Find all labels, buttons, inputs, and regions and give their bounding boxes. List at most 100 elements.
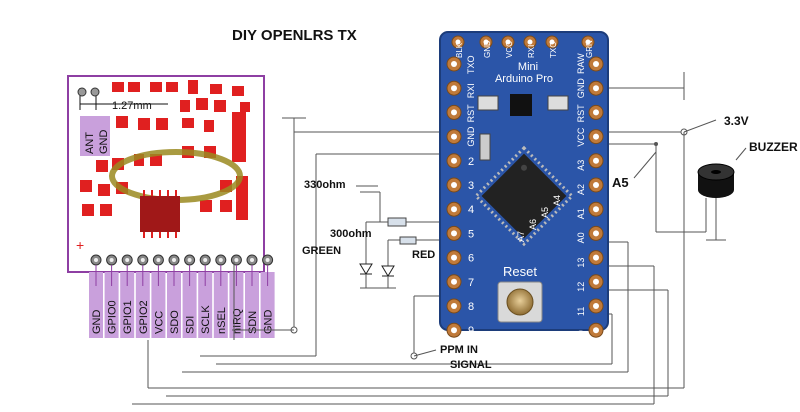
rf-pin-label: SCLK — [200, 305, 212, 334]
red-led-label: RED — [412, 249, 436, 261]
right-pin-label: 10 — [576, 330, 586, 340]
top-pin-hole — [527, 39, 533, 45]
rf-pin-hole-center — [109, 258, 114, 262]
rf-pin-label-bg — [198, 272, 213, 338]
right-pin-label: A0 — [576, 232, 586, 243]
brand-mini: Mini — [518, 61, 538, 73]
rf-pin-label-bg — [229, 272, 244, 338]
ppm-leader — [413, 349, 437, 357]
right-pin-label: RAW — [576, 53, 586, 74]
rf-pin-hole-center — [265, 258, 270, 262]
left-pin-label: RST — [466, 104, 476, 123]
right-pin-hole — [593, 157, 599, 164]
rf-pin-hole-center — [187, 258, 192, 262]
left-pin-hole — [451, 206, 457, 213]
rf-pin-label: SDO — [169, 310, 181, 334]
rf-chip-pins — [143, 190, 177, 238]
reset-button[interactable] — [506, 288, 534, 316]
ant-pad — [77, 87, 87, 97]
reset-label: Reset — [503, 264, 537, 279]
rf-pin-hole-center — [172, 258, 176, 262]
right-pin-label: 12 — [576, 282, 586, 292]
resistor-300-label: 300ohm — [330, 228, 372, 240]
pitch-label: 1.27mm — [112, 100, 152, 112]
rf-pin-hole-center — [234, 258, 239, 262]
right-pin-label: A3 — [576, 160, 586, 171]
left-pin-hole — [451, 230, 457, 237]
plus-marker: + — [76, 237, 84, 253]
right-pin-hole — [593, 85, 599, 92]
green-led-label: GREEN — [302, 245, 342, 257]
right-pin-hole — [593, 278, 599, 285]
right-pin-label: A2 — [576, 184, 586, 195]
gnd-label: GND — [98, 130, 110, 155]
rf-pin-label: SDN — [247, 311, 259, 334]
right-pin-label: 13 — [576, 258, 586, 268]
rf-pin-hole-center — [125, 258, 130, 262]
vcc-leader — [683, 119, 717, 133]
red-led — [381, 265, 395, 277]
left-pin-hole — [451, 327, 457, 334]
right-pin-hole — [593, 182, 599, 188]
cap-left — [477, 95, 499, 111]
top-pin-hole — [505, 39, 511, 45]
left-pin-label: 9 — [468, 325, 474, 337]
right-pin-hole — [593, 254, 599, 261]
top-pin-label: GND — [483, 40, 492, 58]
rf-pin-label-bg — [135, 272, 150, 338]
right-pin-hole — [593, 109, 599, 116]
ppm-label-line2: SIGNAL — [450, 359, 492, 371]
left-pin-label: 5 — [468, 228, 474, 240]
left-pin-label: 3 — [468, 180, 474, 192]
resistor-330-label: 330ohm — [304, 179, 346, 191]
buzzer — [697, 163, 735, 198]
crystal — [479, 133, 491, 161]
right-pin-hole — [593, 206, 599, 213]
rf-pin-label-bg — [167, 272, 181, 338]
left-pin-label: 2 — [468, 156, 474, 168]
green-led — [359, 263, 373, 275]
left-pin-hole — [451, 278, 457, 285]
rf-pin-label-bg — [120, 272, 135, 338]
left-pin-hole — [451, 157, 457, 164]
chip-side-label: A7 — [516, 231, 526, 242]
rf-pin-label: GND — [91, 310, 103, 335]
left-pin-hole — [451, 61, 457, 67]
chip-side-label: A6 — [528, 219, 538, 230]
top-pin-hole — [455, 39, 461, 45]
rf-module-board — [67, 75, 265, 273]
resistor-300 — [399, 236, 417, 245]
left-pin-hole — [451, 182, 457, 188]
left-pin-label: TXO — [466, 55, 476, 74]
a5-leader — [633, 151, 657, 179]
chip-side-label: A5 — [540, 207, 550, 218]
right-pin-hole — [593, 327, 599, 334]
resistor-330 — [387, 217, 407, 227]
rf-pin-hole-center — [94, 258, 98, 262]
rf-pin-label: GPIO1 — [122, 300, 134, 334]
brand-arduino-pro: Arduino Pro — [495, 73, 553, 85]
rf-pin-label-bg — [151, 272, 166, 338]
top-pin-label: GRN — [585, 40, 594, 58]
right-pin-label: VCC — [576, 127, 586, 147]
left-pin-label: 8 — [468, 301, 474, 313]
left-pin-hole — [451, 254, 457, 261]
left-pin-hole — [451, 85, 457, 92]
rf-pin-label: GPIO0 — [107, 300, 119, 334]
rf-pin-label-bg — [104, 272, 119, 338]
diagram-title: DIY OPENLRS TX — [232, 27, 357, 44]
rf-pin-label-bg — [213, 272, 228, 338]
left-pin-label: RXI — [466, 83, 476, 98]
rf-pin-label: SDI — [185, 316, 197, 334]
rf-pin-hole-center — [250, 258, 254, 262]
ant-label: ANT — [84, 132, 96, 154]
left-pin-hole — [451, 133, 457, 140]
rf-pin-label-bg — [182, 272, 197, 338]
left-pin-hole — [451, 303, 457, 309]
top-pin-label: BLK — [455, 42, 464, 58]
